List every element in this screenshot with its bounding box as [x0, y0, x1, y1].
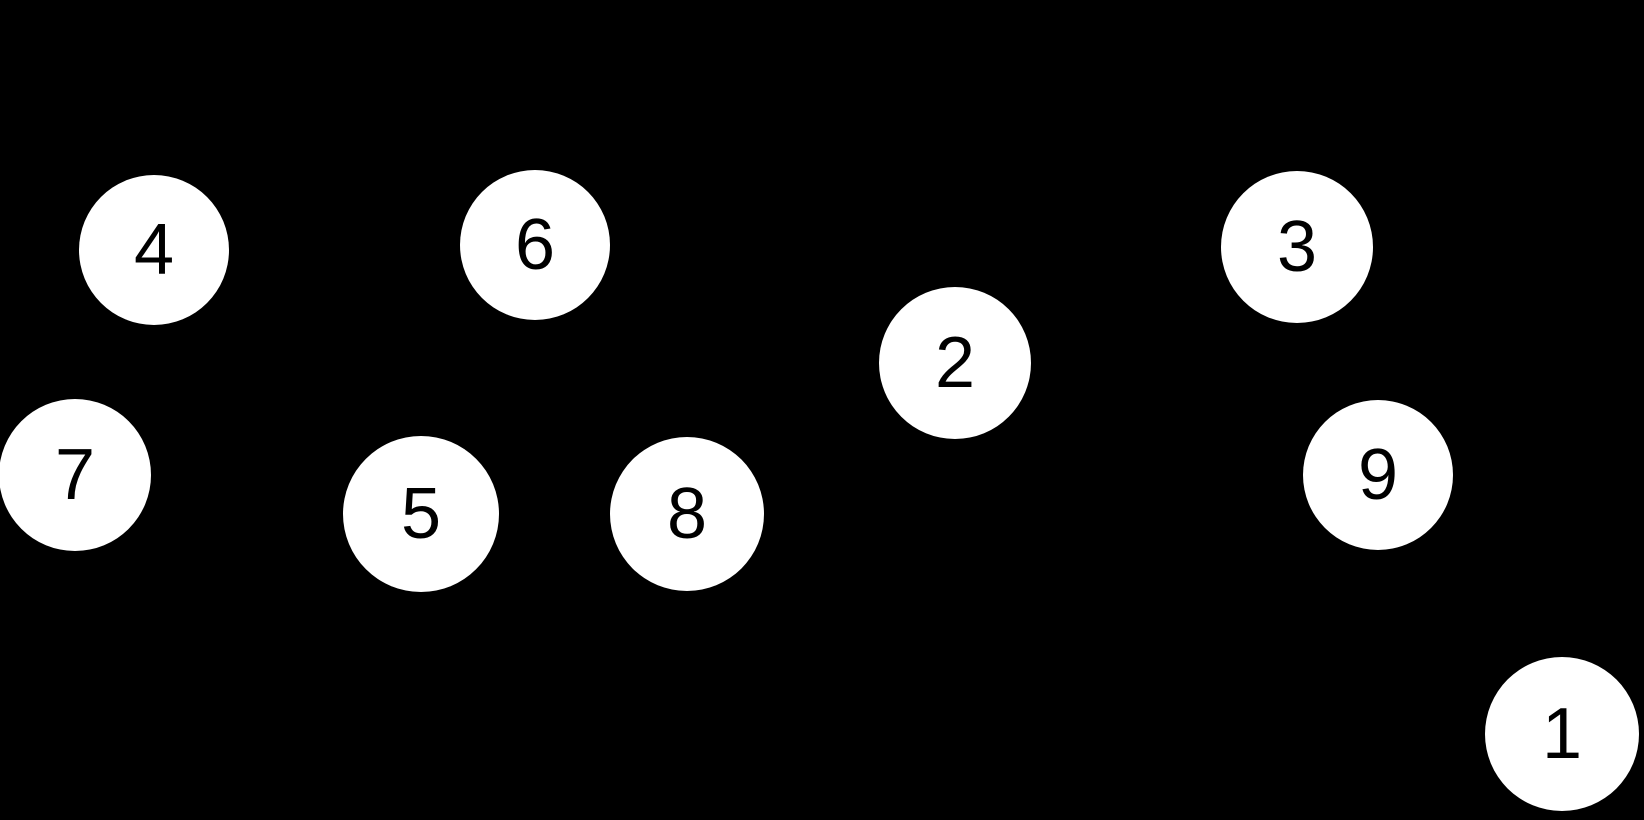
graph-node-1[interactable]: 1: [1485, 657, 1639, 811]
graph-node-6[interactable]: 6: [460, 170, 610, 320]
graph-node-label: 9: [1357, 435, 1399, 515]
graph-node-9[interactable]: 9: [1303, 400, 1453, 550]
graph-node-4[interactable]: 4: [79, 175, 229, 325]
graph-node-7[interactable]: 7: [0, 399, 151, 551]
graph-node-8[interactable]: 8: [610, 437, 764, 591]
graph-node-label: 6: [514, 205, 556, 285]
graph-node-label: 8: [666, 474, 708, 554]
graph-node-label: 2: [934, 323, 976, 403]
graph-node-label: 3: [1276, 207, 1318, 287]
graph-node-3[interactable]: 3: [1221, 171, 1373, 323]
graph-node-label: 4: [133, 210, 175, 290]
graph-node-2[interactable]: 2: [879, 287, 1031, 439]
graph-node-5[interactable]: 5: [343, 436, 499, 592]
graph-node-label: 5: [400, 474, 442, 554]
graph-node-label: 7: [54, 435, 96, 515]
graph-node-label: 1: [1541, 694, 1583, 774]
